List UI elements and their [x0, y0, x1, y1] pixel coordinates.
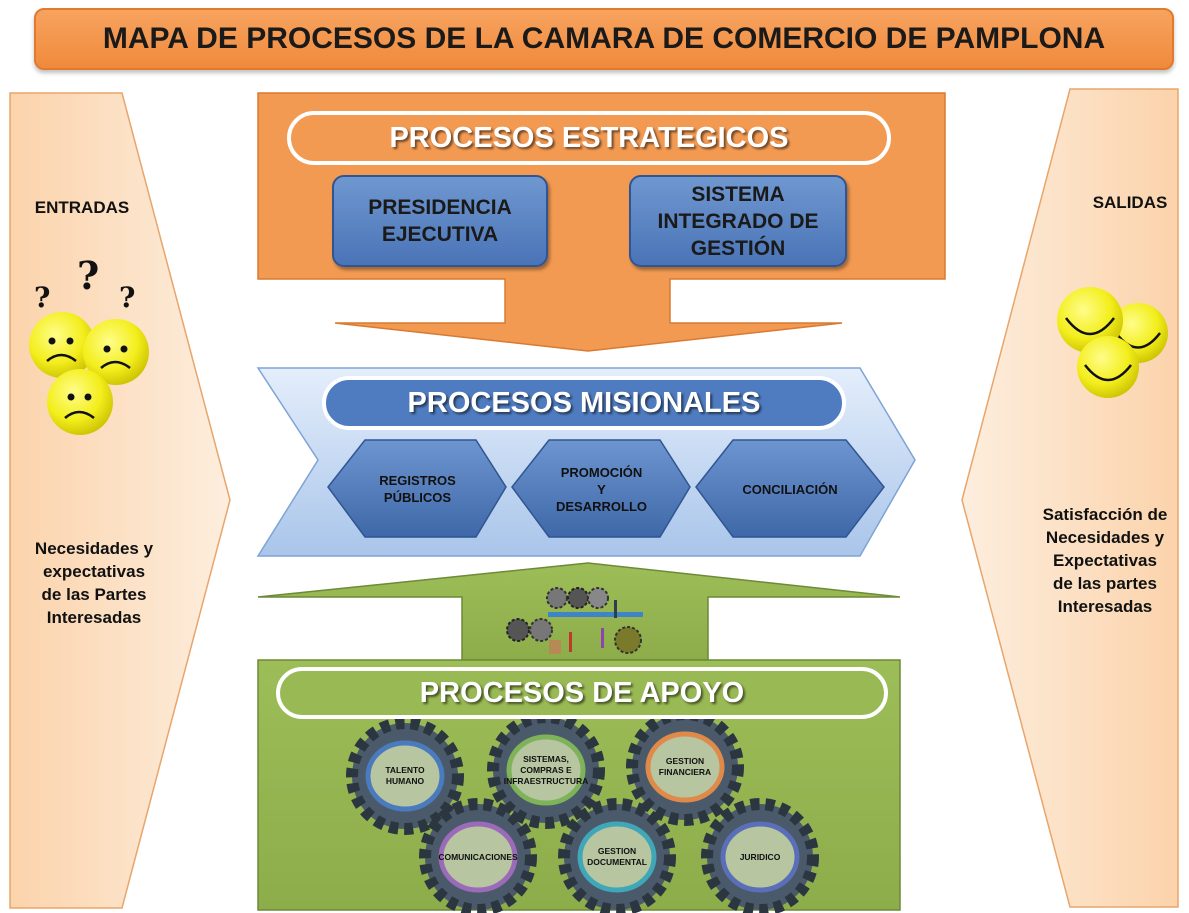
gestion-financiera-label: GESTION FINANCIERA: [650, 747, 720, 787]
estrategicos-heading: PROCESOS ESTRATEGICOS: [287, 111, 891, 165]
promocion-line: DESARROLLO: [556, 498, 647, 514]
apoyo-up-arrow: [257, 562, 901, 661]
hex-conciliacion: [695, 439, 885, 538]
hex-promocion: [511, 439, 691, 538]
salidas-description: Satisfacción de Necesidades y Expectativ…: [1025, 503, 1185, 618]
presidencia-line: PRESIDENCIA: [368, 196, 512, 219]
entradas-line: Necesidades y: [34, 539, 154, 558]
registros-line: REGISTROS: [379, 473, 456, 488]
gear-sistemas-icon: [487, 711, 605, 829]
gear-line: INFRAESTRUCTURA: [503, 775, 589, 786]
gear-line: GESTION: [597, 846, 637, 856]
gear-line: JURIDICO: [739, 851, 781, 862]
sistema-integrado-box: SISTEMA INTEGRADO DE GESTIÓN: [629, 175, 847, 267]
salidas-line: de las partes: [1053, 574, 1157, 593]
entradas-description: Necesidades y expectativas de las Partes…: [14, 537, 174, 629]
gear-gestion-documental-icon: [558, 798, 676, 913]
entradas-line: Interesadas: [46, 608, 142, 627]
entradas-arrow-shape: [9, 92, 231, 909]
comunicaciones-label: COMUNICACIONES: [438, 837, 518, 877]
sistema-line: GESTIÓN: [690, 236, 786, 260]
misionales-heading: PROCESOS MISIONALES: [322, 376, 846, 430]
gear-line: GESTION: [665, 756, 705, 766]
salidas-line: Satisfacción de: [1042, 505, 1168, 524]
gear-gestion-financiera-icon: [626, 708, 744, 826]
entradas-line: expectativas: [42, 562, 146, 581]
gear-line: COMPRAS E: [520, 764, 572, 775]
apoyo-heading: PROCESOS DE APOYO: [276, 667, 888, 719]
gear-juridico-icon: [701, 798, 819, 913]
salidas-heading: SALIDAS: [1092, 193, 1168, 212]
talento-humano-label: TALENTO HUMANO: [370, 756, 440, 796]
conciliacion-label: CONCILIACIÓN: [710, 450, 870, 528]
page-title: MAPA DE PROCESOS DE LA CAMARA DE COMERCI…: [102, 22, 1106, 55]
entradas-heading: ENTRADAS: [34, 198, 130, 217]
gear-line: COMUNICACIONES: [438, 851, 518, 862]
salidas-line: Necesidades y: [1045, 528, 1165, 547]
question-mark-icon: ?: [34, 281, 51, 314]
registros-publicos-label: REGISTROS PÚBLICOS: [340, 450, 495, 528]
promocion-line: PROMOCIÓN: [560, 464, 643, 480]
gestion-documental-label: GESTION DOCUMENTAL: [582, 837, 652, 877]
hex-registros: [327, 439, 507, 538]
registros-line: PÚBLICOS: [383, 490, 452, 505]
salidas-line: Interesadas: [1057, 597, 1153, 616]
gear-line: SISTEMAS,: [523, 753, 569, 764]
promocion-desarrollo-label: PROMOCIÓN Y DESARROLLO: [524, 450, 679, 528]
gear-line: FINANCIERA: [658, 767, 712, 777]
salidas-arrow-shape: [961, 88, 1179, 908]
question-mark-icon: ?: [77, 253, 100, 298]
sistema-line: SISTEMA: [691, 182, 785, 206]
gear-line: HUMANO: [385, 776, 425, 786]
entradas-line: de las Partes: [41, 585, 147, 604]
gears-workers-icon: [506, 587, 643, 654]
gear-comunicaciones-icon: [419, 798, 537, 913]
sad-face-icon: [47, 369, 113, 435]
gear-line: TALENTO: [385, 765, 425, 775]
promocion-line: Y: [597, 481, 606, 497]
gear-line: DOCUMENTAL: [587, 857, 647, 867]
sistemas-compras-label: SISTEMAS, COMPRAS E INFRAESTRUCTURA: [503, 748, 589, 792]
happy-face-icon: [1077, 336, 1139, 398]
sistema-line: INTEGRADO DE: [657, 209, 819, 233]
conciliacion-line: CONCILIACIÓN: [742, 481, 838, 497]
salidas-line: Expectativas: [1053, 551, 1157, 570]
juridico-label: JURIDICO: [725, 837, 795, 877]
gear-talento-humano-icon: [346, 717, 464, 835]
presidencia-line: EJECUTIVA: [381, 223, 499, 246]
question-mark-icon: ?: [119, 281, 136, 314]
title-banner: MAPA DE PROCESOS DE LA CAMARA DE COMERCI…: [34, 8, 1174, 70]
presidencia-ejecutiva-box: PRESIDENCIA EJECUTIVA: [332, 175, 548, 267]
sad-face-icon: [29, 312, 95, 378]
sad-face-icon: [83, 319, 149, 385]
